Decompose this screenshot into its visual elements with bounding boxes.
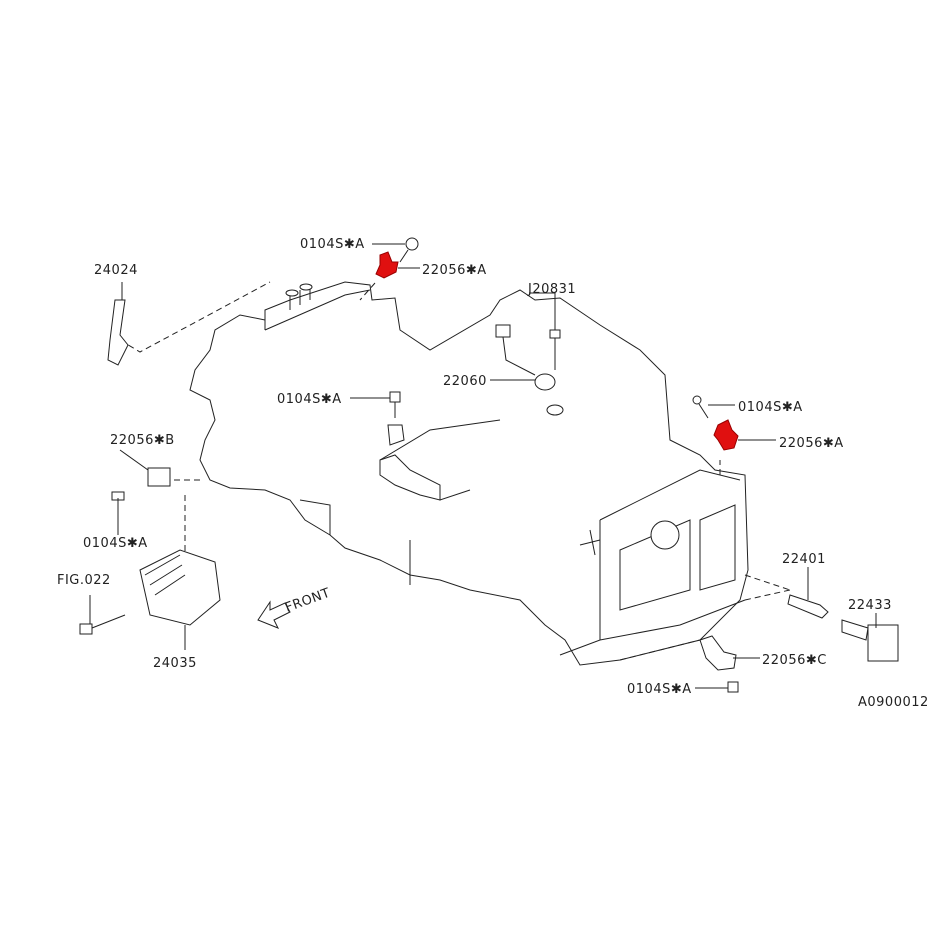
label-bolt-left: 0104S✱A (83, 536, 148, 551)
cam-sensor-top-highlighted (375, 251, 399, 279)
label-fig-ref: FIG.022 (57, 573, 111, 588)
spark-plug-22401 (787, 567, 829, 619)
label-j20831: J20831 (527, 282, 576, 297)
label-cover: 24035 (153, 656, 197, 671)
label-knock-sensor: 22060 (443, 374, 487, 389)
cam-sensor-right-highlighted (713, 419, 739, 451)
label-sensor-right: 22056✱A (779, 436, 844, 451)
bolt-j20831 (549, 329, 561, 370)
dashed-guides (119, 281, 791, 661)
front-arrow-icon (257, 600, 291, 629)
ignition-coil-22433 (841, 613, 899, 662)
bolt-top (399, 237, 419, 263)
label-sensor-left: 22056✱B (110, 433, 175, 448)
bracket-24024 (107, 282, 129, 366)
label-ignition-coil: 22433 (848, 598, 892, 613)
label-sensor-top: 22056✱A (422, 263, 487, 278)
label-bolt-bottom: 0104S✱A (627, 682, 692, 697)
label-bolt-right: 0104S✱A (738, 400, 803, 415)
bolt-fig022 (79, 595, 126, 635)
crank-sensor-bottom (699, 635, 739, 693)
label-spark-plug: 22401 (782, 552, 826, 567)
knock-sensor-22060 (495, 324, 564, 416)
label-sensor-bottom: 22056✱C (762, 653, 827, 668)
cover-24035 (139, 549, 221, 650)
label-bolt-top: 0104S✱A (300, 237, 365, 252)
label-leaders (117, 243, 776, 689)
label-bolt-mid: 0104S✱A (277, 392, 342, 407)
label-front: FRONT (283, 586, 332, 616)
bolt-right (692, 395, 709, 419)
label-drawing-id: A0900012 (858, 695, 929, 710)
label-bracket: 24024 (94, 263, 138, 278)
bolt-mid (387, 391, 405, 446)
engine-block-outline (189, 281, 749, 666)
cam-sensor-left (111, 467, 171, 501)
